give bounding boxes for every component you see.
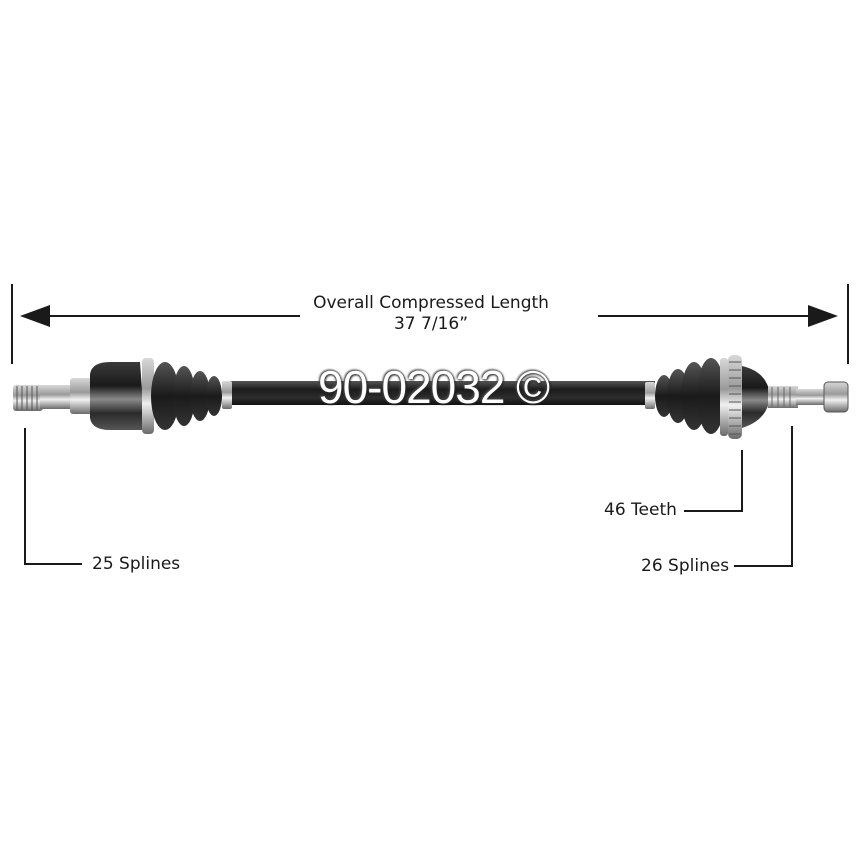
arrow-right-icon (808, 305, 838, 327)
dimension-title: Overall Compressed Length (313, 293, 549, 313)
outer-joint (645, 355, 849, 439)
arrow-left-icon (20, 305, 50, 327)
dimension-value: 37 7/16” (393, 314, 469, 334)
callout-lines (24, 426, 793, 567)
inner-joint (13, 358, 232, 434)
abs-teeth-label: 46 Teeth (604, 500, 677, 520)
right-splines-label: 26 Splines (641, 556, 730, 576)
part-number-watermark: 90-02032 © (318, 361, 550, 413)
axle-nut (823, 381, 849, 413)
left-splines-label: 25 Splines (92, 554, 181, 574)
dimension-lines (11, 284, 849, 364)
axle-shaft (225, 381, 655, 405)
